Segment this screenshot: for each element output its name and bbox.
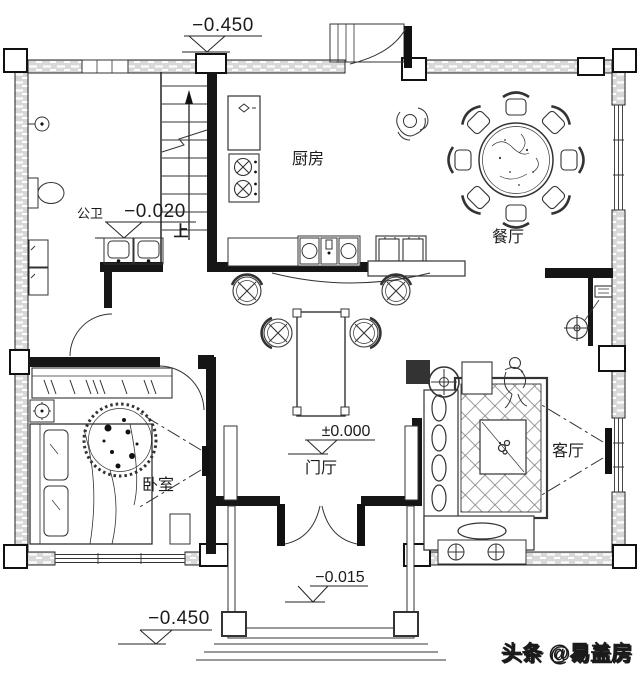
window-bathroom-top <box>81 59 129 74</box>
window-living-right <box>613 417 624 493</box>
bar-chair <box>230 273 264 306</box>
bed <box>29 423 153 545</box>
kitchen-label: 厨房 <box>292 150 324 168</box>
bedroom-furniture <box>29 365 210 545</box>
dining-chairs <box>447 91 585 229</box>
living-room-furniture <box>406 357 612 565</box>
stairs-up-label: 上 <box>173 223 188 240</box>
window-planter <box>437 539 527 565</box>
bathroom-door-arc <box>69 313 113 357</box>
kitchen-sink-icon <box>297 235 361 267</box>
living-tv-icon <box>605 428 612 474</box>
kitchen-counter <box>227 237 299 267</box>
elevation-bathroom-label: −0.020 <box>124 201 186 222</box>
side-chair <box>349 316 382 350</box>
kitchen-person-figure <box>396 107 429 141</box>
sofa-side-cabinet <box>461 361 493 395</box>
bar-counter <box>367 260 466 277</box>
window-bedroom-bottom <box>54 553 186 564</box>
porch-steps <box>196 643 446 661</box>
living-label: 客厅 <box>552 442 584 460</box>
fan-coil-icon <box>564 285 613 341</box>
watermark-shadow: 头条 @易盖房 <box>502 643 633 667</box>
kitchen-fixtures <box>227 95 466 284</box>
living-tv-sightlines <box>539 403 604 497</box>
elevation-marker-porch <box>285 585 368 603</box>
fridge-icon <box>375 235 427 265</box>
bar-chair <box>379 273 413 306</box>
elevation-bottom-label: −0.450 <box>148 608 210 629</box>
breakfast-table-set <box>230 273 413 417</box>
foyer-pilasters <box>223 425 419 501</box>
nightstand <box>29 399 55 423</box>
shower-head-icon <box>28 116 50 132</box>
toilet-icon <box>27 177 65 209</box>
elevation-marker-bottom <box>118 629 212 645</box>
bedroom-tv-sightlines <box>137 411 202 509</box>
coffee-table <box>479 419 527 475</box>
bathroom-fixtures <box>27 116 164 357</box>
elevation-marker-foyer <box>288 439 375 455</box>
elevation-marker-top <box>182 35 262 53</box>
dining-set <box>447 91 585 229</box>
living-person-figure <box>504 357 528 409</box>
entrance-double-door <box>277 504 365 546</box>
elevation-porch-label: −0.015 <box>315 569 364 586</box>
bedroom-label: 卧室 <box>142 476 174 494</box>
dining-table <box>478 122 554 198</box>
bathroom-sinks <box>103 237 164 265</box>
bathroom-label: 公卫 <box>77 206 103 221</box>
foyer-label: 门厅 <box>305 459 337 477</box>
stove-icon <box>228 153 260 203</box>
porch <box>196 505 446 661</box>
bedroom-rug <box>82 402 158 478</box>
side-chair <box>260 316 293 350</box>
watermark: 头条 @易盖房 <box>501 641 632 665</box>
bedroom-door-arc <box>159 365 205 411</box>
elevation-top-label: −0.450 <box>192 15 254 36</box>
elevation-foyer-label: ±0.000 <box>322 423 371 440</box>
kitchen-cabinet <box>227 95 261 151</box>
bar-counter-curve <box>271 272 431 284</box>
kitchen-exterior-door <box>329 23 412 68</box>
wardrobe <box>31 367 173 399</box>
round-armchair <box>428 366 460 398</box>
side-table-dark <box>406 360 430 384</box>
stairs <box>161 85 208 240</box>
bedroom-side-table <box>169 513 191 545</box>
bedroom-tv-icon <box>202 446 210 476</box>
dining-label: 餐厅 <box>492 228 524 246</box>
window-dining-right <box>613 104 624 211</box>
hall-cabinets <box>28 239 49 296</box>
